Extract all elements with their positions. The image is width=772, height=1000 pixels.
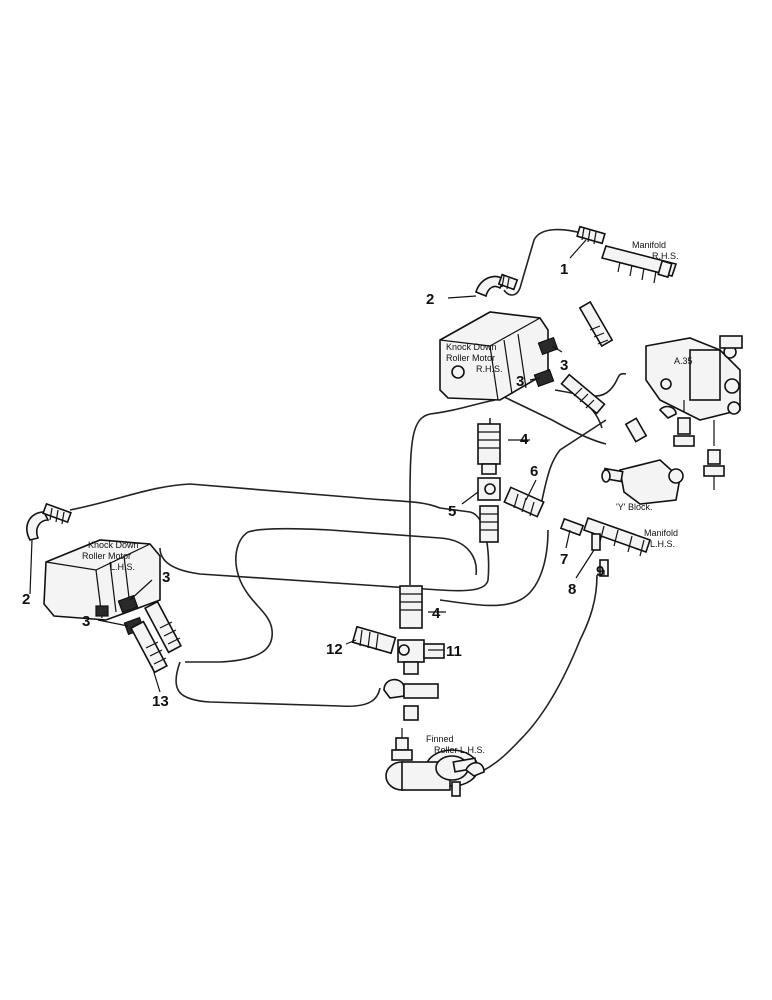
valve-fittings	[624, 400, 725, 490]
callout-6: 6	[530, 463, 538, 480]
callout-leaders	[29, 239, 605, 693]
callout-2-top: 2	[426, 291, 434, 308]
finned-roller-label-line1: Finned	[426, 734, 454, 744]
finned-roller-label-line2: Roller L.H.S.	[434, 745, 485, 755]
manifold-rhs	[576, 225, 678, 284]
callout-3-rhs-upper: 3	[560, 357, 568, 374]
adapter-fitting-6	[503, 486, 545, 518]
callout-numbers: 1 2 2 3 3 3 3 4 4 5 6 7 8 9 11 12 13	[22, 261, 604, 710]
elbow-fitting-lhs	[26, 502, 72, 541]
tee-fitting-11	[397, 639, 445, 675]
manifold-lhs-label-line2: L.H.S.	[650, 539, 675, 549]
callout-11: 11	[446, 643, 462, 660]
manifold-rhs-label-line1: Manifold	[632, 240, 666, 250]
adapter-fitting-12	[351, 625, 397, 655]
motor-rhs-label-line2: Roller Motor	[446, 353, 495, 363]
callout-1: 1	[560, 261, 568, 278]
valve-a35	[645, 335, 743, 421]
manifold-lhs-label: Manifold L.H.S.	[644, 528, 678, 549]
callout-2-lhs: 2	[22, 591, 30, 608]
callout-8: 8	[568, 581, 576, 598]
motor-lhs-label-line2: Roller Motor	[82, 551, 131, 561]
finned-roller-motor	[385, 749, 485, 797]
motor-rhs	[439, 311, 559, 401]
tee-fitting-5	[477, 477, 501, 543]
callout-12: 12	[326, 641, 343, 658]
y-block-label: 'Y' Block.	[616, 502, 652, 512]
valve-a35-label: A.35	[674, 356, 693, 366]
callout-7: 7	[560, 551, 568, 568]
hose-ends-rhs	[560, 300, 614, 415]
motor-lhs-label-line3: L.H.S.	[110, 562, 135, 572]
motor-rhs-label: Knock Down Roller Motor R.H.S.	[446, 342, 503, 374]
callout-3-lhs-lower: 3	[82, 613, 90, 630]
motor-rhs-label-line1: Knock Down	[446, 342, 497, 352]
callout-3-rhs-lower: 3	[516, 373, 524, 390]
manifold-lhs-label-line1: Manifold	[644, 528, 678, 538]
finned-roller-label: Finned Roller L.H.S.	[426, 734, 485, 755]
callout-5: 5	[448, 503, 456, 520]
hose-ends-13	[130, 600, 182, 674]
elbow-fitting-top	[475, 273, 519, 298]
callout-3-lhs-upper: 3	[162, 569, 170, 586]
callout-4-top: 4	[520, 431, 529, 448]
motor-rhs-label-line3: R.H.S.	[476, 364, 503, 374]
motor-lhs-label: Knock Down Roller Motor L.H.S.	[82, 540, 139, 572]
motor-lhs-label-line1: Knock Down	[88, 540, 139, 550]
fitting-4-lower	[399, 585, 423, 629]
fitting-4-top	[477, 423, 501, 475]
manifold-rhs-label: Manifold R.H.S.	[632, 240, 679, 261]
callout-13: 13	[152, 693, 169, 710]
finned-roller-fittings	[383, 678, 439, 761]
manifold-rhs-label-line2: R.H.S.	[652, 251, 679, 261]
callout-4-lower: 4	[432, 605, 441, 622]
callout-9: 9	[596, 563, 604, 580]
y-block	[601, 459, 684, 505]
